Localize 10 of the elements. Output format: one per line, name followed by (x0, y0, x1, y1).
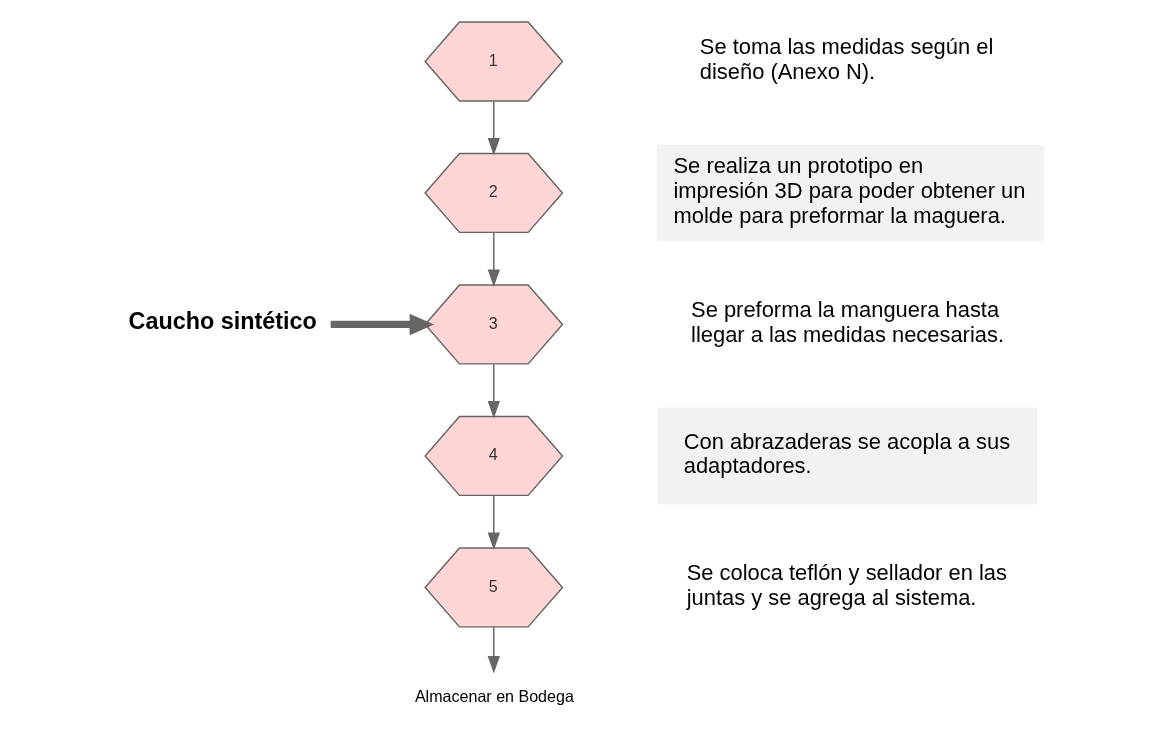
node-text: Se coloca teflón y sellador en las juntas y se agrega al sistema. (686, 560, 1007, 610)
node-text: Se toma las medidas según el diseño (Anexo N). (699, 34, 993, 84)
arrow (487, 495, 500, 551)
arrow (487, 363, 500, 419)
node-text: Almacenar en Bodega (414, 686, 574, 705)
node-text: Caucho sintético (128, 307, 317, 334)
arrow (487, 232, 500, 288)
arrow (487, 626, 500, 674)
node-text: Se preforma la manguera hasta llegar a las medidas necesarias. (690, 297, 1004, 347)
arrow (487, 100, 500, 156)
